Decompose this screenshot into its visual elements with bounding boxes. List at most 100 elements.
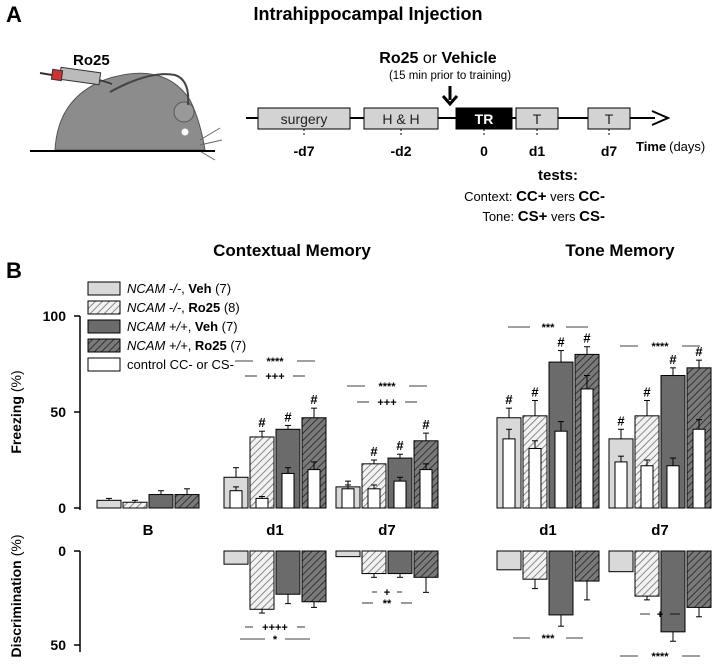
disc-bar-g1-s2 (387, 550, 413, 575)
hash-g4-s2: # (669, 352, 677, 367)
freeze-bar-g0-s2 (148, 494, 174, 509)
control-bar-g1-s2 (281, 472, 295, 509)
legend-count-2: (7) (218, 319, 238, 334)
annot-ctx-d1-a: **** (266, 356, 284, 368)
legend-sep-3: , (188, 338, 195, 353)
control-bar-g3-s1 (528, 447, 542, 509)
control-bar-g1-s1 (255, 497, 269, 509)
tone-prefix: Tone: (482, 209, 517, 224)
disc-bar-g2-s1 (522, 550, 548, 580)
control-bar-g2-s1 (367, 488, 381, 509)
annot-ctx-d7-a: **** (378, 381, 396, 393)
injection-label: Ro25 or Vehicle (379, 50, 497, 67)
annot-disc-3: + (384, 587, 390, 599)
disc-bar-g0-s3 (301, 550, 327, 603)
disc-tick-0: 0 (58, 543, 66, 559)
injection-label-vehicle: Vehicle (442, 50, 497, 67)
disc-bar-g2-s3 (574, 550, 600, 582)
tone-chart-title: Tone Memory (565, 241, 675, 260)
control-bar-g2-s2 (393, 480, 407, 509)
disc-bar-g2-s2 (548, 550, 574, 616)
injection-note: (15 min prior to training) (389, 70, 511, 82)
timeline-box-label-4: T (605, 111, 614, 127)
annot-disc-5: *** (542, 633, 556, 645)
timeline-box-label-1: H & H (382, 111, 419, 127)
hash-g2-s3: # (422, 417, 430, 432)
control-bar-g1-s0 (229, 490, 243, 509)
context-plus: CC+ (516, 188, 547, 205)
legend-genotype-0: NCAM -/- (127, 281, 182, 296)
legend-count-0: (7) (212, 281, 232, 296)
tone-plus: CS+ (518, 208, 548, 225)
bars: ##############****+++****+++*******++++*… (96, 322, 712, 663)
hash-g4-s3: # (695, 344, 703, 359)
freezing-axis-unit: (%) (8, 370, 24, 392)
freezing-axis: 100 50 0 Freezing(%) (8, 308, 81, 516)
timeline-day-4: d7 (601, 143, 618, 159)
panel-b: B Contextual Memory Tone Memory NCAM -/-… (6, 241, 712, 663)
panel-a: A Intrahippocampal Injection Ro25 Ro25 o… (6, 2, 705, 225)
legend-label-2: NCAM +/+, Veh (7) (127, 319, 238, 334)
hash-g1-s1: # (258, 415, 266, 430)
disc-bar-g1-s1 (361, 550, 387, 575)
legend-swatch-2 (87, 319, 121, 334)
disc-bar-g0-s1 (249, 550, 275, 610)
legend-sep-2: , (188, 319, 195, 334)
time-axis-name: Time (636, 139, 666, 154)
freeze-bar-g0-s3 (174, 494, 200, 509)
legend-swatch-1 (87, 300, 121, 315)
disc-bar-g3-s0 (608, 550, 634, 573)
panel-a-letter: A (6, 2, 22, 27)
hash-g2-s2: # (396, 438, 404, 453)
timeline-box-label-0: surgery (281, 111, 328, 127)
timeline-day-2: 0 (480, 143, 488, 159)
hash-g4-s0: # (617, 413, 625, 428)
legend-treatment-0: Veh (188, 281, 211, 296)
tests-label: tests: (538, 167, 578, 184)
disc-bar-g3-s3 (686, 550, 712, 608)
control-bar-g3-s2 (554, 430, 568, 509)
group-label-0: B (143, 522, 154, 539)
panel-a-title: Intrahippocampal Injection (253, 4, 482, 24)
disc-axis-unit: (%) (8, 534, 24, 556)
legend-label-1: NCAM -/-, Ro25 (8) (127, 300, 240, 315)
tone-vers: vers (547, 209, 579, 224)
timeline-box-label-3: T (533, 111, 542, 127)
disc-bar-g0-s0 (223, 550, 249, 565)
control-bar-g4-s3 (692, 428, 706, 509)
disc-tick-50: 50 (50, 637, 66, 653)
group-label-1: d1 (266, 522, 284, 539)
context-vers: vers (547, 189, 579, 204)
control-bar-g3-s3 (580, 388, 594, 509)
hash-g1-s2: # (284, 409, 292, 424)
legend-treatment-1: Ro25 (188, 300, 220, 315)
annot-tone-d1: *** (542, 322, 556, 334)
legend-label-3: NCAM +/+, Ro25 (7) (127, 338, 246, 353)
disc-bar-g0-s2 (275, 550, 301, 595)
time-axis-unit: (days) (669, 139, 705, 154)
control-bar-g2-s3 (419, 469, 433, 509)
annot-disc-4: ** (383, 598, 392, 610)
context-prefix: Context: (464, 189, 516, 204)
control-bar-g4-s0 (614, 461, 628, 509)
discrimination-axis: 0 50 Discrimination(%) (8, 534, 81, 658)
annot-disc-7: **** (651, 651, 669, 663)
legend-sep-1: , (181, 300, 188, 315)
control-bar-g4-s2 (666, 465, 680, 509)
legend-genotype-1: NCAM -/- (127, 300, 182, 315)
legend-count-1: (8) (220, 300, 240, 315)
control-bar-g3-s0 (502, 438, 516, 509)
freezing-axis-label: Freezing(%) (8, 370, 24, 453)
legend: NCAM -/-, Veh (7)NCAM -/-, Ro25 (8)NCAM … (87, 281, 246, 372)
legend-count-4: control CC- or CS- (127, 357, 234, 372)
legend-treatment-2: Veh (195, 319, 218, 334)
freezing-tick-100: 100 (43, 308, 67, 324)
disc-bar-g2-s0 (496, 550, 522, 571)
freeze-bar-g0-s0 (96, 499, 122, 509)
legend-label-4: control CC- or CS- (127, 357, 234, 372)
timeline-day-3: d1 (529, 143, 546, 159)
disc-bar-g3-s2 (660, 550, 686, 633)
hash-g3-s0: # (505, 392, 513, 407)
